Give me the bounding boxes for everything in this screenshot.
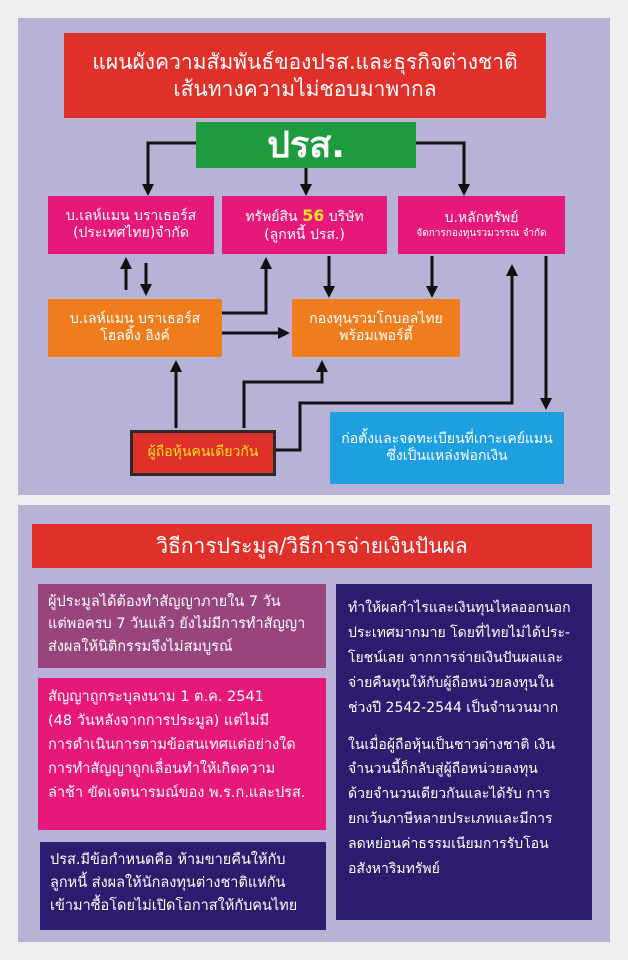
- node-assets-suffix: บริษัท: [324, 209, 364, 225]
- dividend-para-1-line3: โยชน์เลย จากการจ่ายเงินปันผลและ: [348, 649, 564, 666]
- node-assets-56: ทรัพย์สิน 56 บริษัท (ลูกหนี้ ปรส.): [222, 196, 387, 254]
- bottom-heading-box: วิธีการประมูล/วิธีการจ่ายเงินปันผล: [32, 524, 592, 568]
- dividend-para-1-line1: ทำให้ผลกำไรและเงินทุนไหลออกนอก: [348, 600, 571, 616]
- auction-box-1-line3: ส่งผลให้นิติกรรมจึงไม่สมบูรณ์: [48, 638, 233, 655]
- auction-box-3-line1: ปรส.มีข้อกำหนดคือ ห้ามขายคืนให้กับ: [50, 852, 286, 868]
- dividend-para-2-line1: ในเมื่อผู้ถือหุ้นเป็นชาวต่างชาติ เงิน: [348, 736, 556, 753]
- auction-box-2-line3: การดำเนินการตามข้อสนเทศแต่อย่างใด: [48, 736, 296, 753]
- node-global-thai-fund: กองทุนรวมโกบอลไทย พร้อมเพอร์ตี้: [292, 299, 460, 357]
- auction-box-1-line2: แต่พอครบ 7 วันแล้ว ยังไม่มีการทำสัญญา: [48, 616, 306, 633]
- node-lehman-thailand-line2: (ประเทศไทย)จำกัด: [73, 225, 189, 241]
- auction-box-2: สัญญาถูกระบุลงนาม 1 ต.ค. 2541 (48 วันหลั…: [38, 678, 326, 830]
- arrow-holdings-to-assets: [222, 257, 272, 315]
- title-line-2: เส้นทางความไม่ชอบมาพากล: [173, 76, 437, 101]
- arrow-shareholder-to-fund: [242, 360, 328, 428]
- center-node-prs: ปรส.: [196, 122, 416, 168]
- node-lehman-holdings: บ.เลห์แมน บราเธอร์ส โฮลดิ้ง อิงค์: [48, 299, 222, 357]
- node-same-shareholder: ผู้ถือหุ้นคนเดียวกัน: [130, 430, 276, 476]
- node-lehman-thailand-line1: บ.เลห์แมน บราเธอร์ส: [65, 207, 197, 224]
- arrow-shareholder-to-securities: [276, 264, 518, 452]
- node-securities: บ.หลักทรัพย์ จัดการกองทุนรวมวรรณ จำกัด: [398, 196, 565, 254]
- title-line-1: แผนผังความสัมพันธ์ของปรส.และธุรกิจต่างชา…: [92, 50, 518, 75]
- node-assets-prefix: ทรัพย์สิน: [245, 209, 303, 225]
- dividend-para-1: ทำให้ผลกำไรและเงินทุนไหลออกนอก ประเทศมาก…: [348, 596, 580, 721]
- node-fund-line2: พร้อมเพอร์ตี้: [339, 328, 413, 344]
- node-cayman-line2: ซึ่งเป็นแหล่งฟอกเงิน: [386, 448, 508, 464]
- node-securities-line2: จัดการกองทุนรวมวรรณ จำกัด: [416, 227, 547, 239]
- dividend-para-2-line5: ลดหย่อนค่าธรรมเนียมการรับโอน: [348, 836, 549, 853]
- node-cayman: ก่อตั้งและจดทะเบียนที่เกาะเคย์แมน ซึ่งเป…: [330, 412, 564, 484]
- flow-arrows: [120, 141, 552, 452]
- auction-box-2-line5: ล่าช้า ขัดเจตนารมณ์ของ พ.ร.ก.และปรส.: [48, 784, 306, 801]
- bottom-heading: วิธีการประมูล/วิธีการจ่ายเงินปันผล: [156, 533, 468, 558]
- node-fund-line1: กองทุนรวมโกบอลไทย: [309, 310, 443, 327]
- node-assets-number: 56: [302, 206, 325, 225]
- node-assets-line2: (ลูกหนี้ ปรส.): [264, 226, 345, 243]
- node-same-shareholder-label: ผู้ถือหุ้นคนเดียวกัน: [147, 444, 259, 461]
- node-lehman-holdings-line2: โฮลดิ้ง อิงค์: [100, 328, 170, 344]
- auction-box-2-line2: (48 วันหลังจากการประมูล) แต่ไม่มี: [48, 712, 270, 729]
- dividend-box: ทำให้ผลกำไรและเงินทุนไหลออกนอก ประเทศมาก…: [336, 584, 592, 920]
- node-cayman-line1: ก่อตั้งและจดทะเบียนที่เกาะเคย์แมน: [341, 430, 553, 447]
- arrow-prs-to-lehman-thai: [142, 141, 196, 196]
- dividend-para-2-line6: อสังหาริมทรัพย์: [348, 861, 440, 878]
- dividend-para-2-line3: ด้วยจำนวนเดียวกันและได้รับ การ: [348, 786, 551, 803]
- dividend-para-2: ในเมื่อผู้ถือหุ้นเป็นชาวต่างชาติ เงิน จำ…: [348, 733, 580, 882]
- auction-box-3: ปรส.มีข้อกำหนดคือ ห้ามขายคืนให้กับ ลูกหน…: [40, 842, 326, 930]
- arrow-prs-to-securities: [416, 141, 470, 196]
- node-lehman-thailand: บ.เลห์แมน บราเธอร์ส (ประเทศไทย)จำกัด: [48, 196, 214, 254]
- auction-box-1-line1: ผู้ประมูลได้ต้องทำสัญญาภายใน 7 วัน: [48, 594, 281, 610]
- node-assets-line1: ทรัพย์สิน 56 บริษัท: [245, 206, 363, 227]
- dividend-para-1-line5: ช่วงปี 2542-2544 เป็นจำนวนมาก: [348, 699, 559, 716]
- dividend-para-1-line2: ประเทศมากมาย โดยที่ไทยไม่ได้ประ-: [348, 624, 571, 641]
- dividend-para-1-line4: จ่ายคืนทุนให้กับผู้ถือหน่วยลงทุนใน: [348, 674, 555, 691]
- dividend-para-2-line4: ยกเว้นภาษีหลายประเภทและมีการ: [348, 811, 553, 828]
- center-node-label: ปรส.: [267, 124, 345, 166]
- node-securities-line1: บ.หลักทรัพย์: [444, 210, 519, 226]
- auction-box-3-line2: ลูกหนี้ ส่งผลให้นักลงทุนต่างชาติแห่กัน: [50, 875, 286, 892]
- top-title-box: แผนผังความสัมพันธ์ของปรส.และธุรกิจต่างชา…: [64, 33, 546, 118]
- auction-box-1: ผู้ประมูลได้ต้องทำสัญญาภายใน 7 วัน แต่พอ…: [38, 584, 326, 668]
- dividend-para-2-line2: จำนวนนี้ก็กลับสู่ผู้ถือหน่วยลงทุน: [348, 761, 538, 778]
- auction-box-2-line1: สัญญาถูกระบุลงนาม 1 ต.ค. 2541: [48, 689, 264, 705]
- auction-box-2-line4: การทำสัญญาถูกเลื่อนทำให้เกิดความ: [48, 760, 276, 777]
- node-lehman-holdings-line1: บ.เลห์แมน บราเธอร์ส: [69, 310, 201, 327]
- auction-box-3-line3: เข้ามาซื้อโดยไม่เปิดโอกาสให้กับคนไทย: [50, 898, 298, 915]
